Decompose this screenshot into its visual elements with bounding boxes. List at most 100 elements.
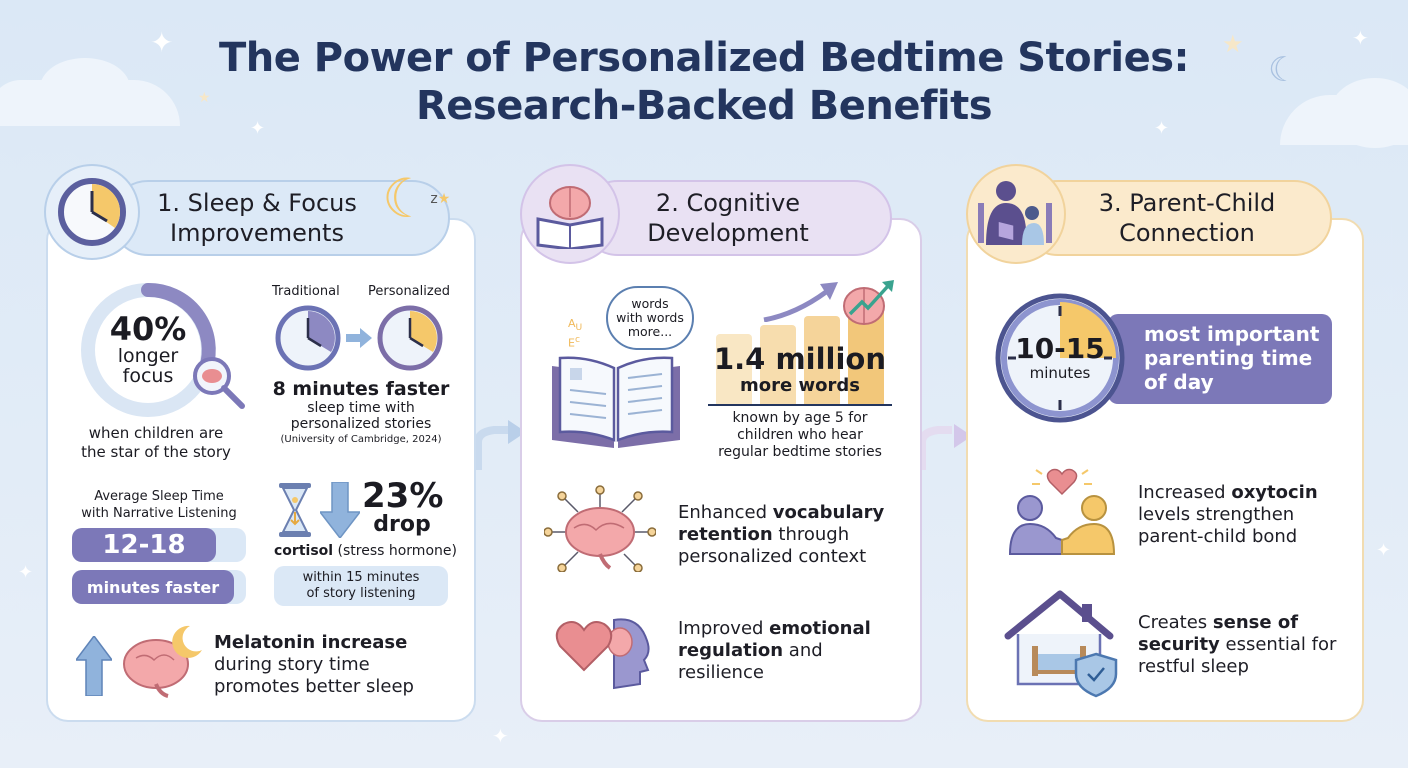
cloud-decoration [1330,78,1408,148]
label-traditional: Traditional [272,284,340,299]
avg-sleep-label-2: with Narrative Listening [81,506,237,521]
bar-3 [804,316,840,404]
avg-sleep-label-1: Average Sleep Time [94,489,224,504]
focus-value: 40% [109,310,187,348]
title-line-2: Research-Backed Benefits [415,83,993,129]
connector-arrow-icon [918,424,972,470]
words-caption-2: children who hear [737,427,863,443]
melatonin-headline: Melatonin increase [214,632,408,653]
words-value: 1.4 million [713,342,887,376]
sparkle-icon: ✦ [1352,26,1369,50]
words-caption-3: regular bedtime stories [718,444,882,460]
heart-head-icon [555,618,650,690]
focus-label-1: longer [117,345,179,367]
range-pill: 12-18 [72,528,216,562]
house-shield-icon [1004,590,1118,698]
speech-bubble: words with words more... [606,286,694,350]
words-unit: more words [740,375,860,396]
moon-icon: ☾ [1268,50,1299,90]
header-line-1: 3. Parent-Child [1098,189,1276,217]
cortisol-word: drop [373,512,431,537]
header-line-1: 2. Cognitive [655,189,801,217]
arrow-up-icon [76,636,112,696]
chart-baseline [708,404,892,406]
personalized-clock-icon [377,305,443,371]
section-header: 1. Sleep & Focus Improvements [110,180,450,256]
arrow-down-icon [320,482,360,538]
star-icon: ★ [198,90,211,106]
star-icon: ★ [1222,30,1244,58]
page-title: The Power of Personalized Bedtime Storie… [0,34,1408,130]
melatonin-line-3: promotes better sleep [214,676,414,697]
item-post: levels strengthen parent-child bond [1138,504,1298,547]
network-brain-icon [544,485,656,572]
focus-caption-1: when children are [88,424,224,442]
focus-label-2: focus [122,365,174,387]
growth-arrow-icon [763,282,838,322]
section-header: 3. Parent-Child Connection [1020,180,1332,256]
clock-badge [44,164,140,260]
parent-reading-badge [966,164,1066,264]
item-post: through personalized context [678,524,867,567]
cortisol-value: 23% [362,476,444,516]
brain-book-badge [520,164,620,264]
hourglass-icon [279,483,311,537]
header-line-2: Development [647,219,809,247]
sparkle-icon: ✦ [1376,540,1392,561]
clock-icon [58,178,126,246]
bar-1 [716,334,752,404]
open-book-icon [552,356,680,448]
header-line-1: 1. Sleep & Focus [157,189,357,217]
item-bold: vocabulary retention [678,502,885,545]
item-pre: Increased [1138,482,1232,503]
header-line-2: Improvements [170,219,344,247]
item-bold: oxytocin [1231,482,1318,503]
time-value: 10-15 [1015,332,1105,365]
bubble-line-2: with words [616,310,684,325]
sparkle-icon: ✦ [492,724,509,748]
magnifier-brain-icon [193,357,245,409]
focus-caption-2: the star of the story [81,443,231,461]
time-description-box: most important parenting time of day [1108,314,1332,404]
brain-growth-icon [843,280,894,325]
bubble-line-1: words [631,296,669,311]
focus-ring-icon [81,282,216,417]
words-caption-1: known by age 5 for [732,410,868,426]
cortisol-label-rest: (stress hormone) [333,543,457,559]
item-pre: Improved [678,618,770,639]
cloud-decoration [40,58,130,118]
item-bold: sense of security [1138,612,1299,655]
section-header: 2. Cognitive Development [580,180,892,256]
item-pre: Enhanced [678,502,773,523]
bubble-line-3: more... [627,324,673,339]
brain-moon-icon [123,625,202,698]
time-desc-3: of day [1144,370,1214,394]
bar-2 [760,325,796,404]
item-post: essential for restful sleep [1138,634,1337,677]
header-line-2: Connection [1119,219,1255,247]
moon-sleep-icon: ☾z★ [382,167,451,230]
unit-pill: minutes faster [72,570,234,604]
brain-book-icon [536,186,604,249]
cortisol-label: cortisol [274,543,334,559]
item-pre: Creates [1138,612,1213,633]
time-desc-2: parenting time [1144,346,1313,370]
traditional-clock-icon [275,305,341,371]
title-line-1: The Power of Personalized Bedtime Storie… [218,35,1190,81]
melatonin-line-2: during story time [214,654,370,675]
people-heart-icon [1008,468,1116,555]
sparkle-icon: ✦ [1154,118,1170,139]
cortisol-note-2: of story listening [306,586,416,601]
clocks-headline: 8 minutes faster [272,378,450,400]
sparkle-icon: ✦ [18,562,34,583]
item-bold: emotional regulation [678,618,871,661]
clocks-sub-1: sleep time with [307,400,415,416]
clocks-sub-2: personalized stories [290,416,432,432]
item-post: and resilience [678,640,823,683]
cortisol-note-box: within 15 minutes of story listening [274,566,448,606]
time-desc-1: most important [1144,322,1320,346]
connector-arrow-icon [474,420,526,470]
sparkle-icon: ✦ [250,118,266,139]
cortisol-note-1: within 15 minutes [302,570,420,585]
